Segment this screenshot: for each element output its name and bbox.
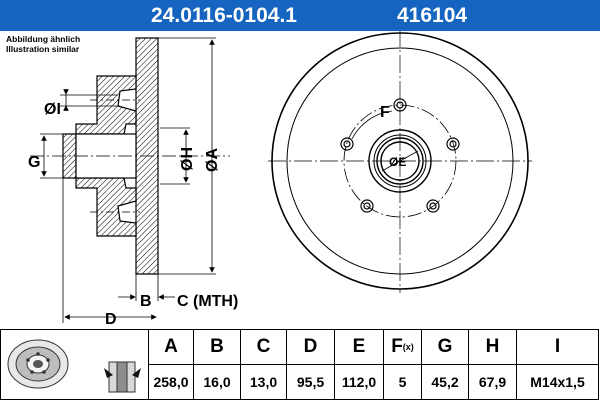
label-F: F bbox=[380, 104, 390, 121]
header-D: D bbox=[287, 329, 335, 365]
label-G: G bbox=[28, 154, 40, 171]
header-label-H: H bbox=[485, 336, 500, 357]
technical-drawing: ØI G ØH ØA B C (MTH) D ØE F bbox=[28, 31, 532, 328]
value-C: 13,0 bbox=[241, 365, 287, 400]
caption-english: Illustration similar bbox=[6, 44, 80, 54]
header-E: E bbox=[335, 329, 384, 365]
value-E: 112,0 bbox=[335, 365, 384, 400]
label-D: D bbox=[105, 311, 117, 328]
header-F: F(x) bbox=[384, 329, 422, 365]
label-A: ØA bbox=[204, 148, 221, 172]
brake-disc-thumbnail-icon bbox=[7, 339, 141, 393]
label-E: ØE bbox=[389, 155, 406, 169]
label-C: C (MTH) bbox=[177, 293, 238, 310]
header-label-I: I bbox=[554, 336, 561, 357]
dimension-labels: ØI G ØH ØA B C (MTH) D ØE F bbox=[28, 101, 406, 328]
illustration-caption: Abbildung ähnlich Illustration similar bbox=[6, 34, 80, 54]
reference-number: 416104 bbox=[397, 4, 468, 27]
header-G: G bbox=[422, 329, 469, 365]
value-H: 67,9 bbox=[469, 365, 517, 400]
part-number: 24.0116-0104.1 bbox=[151, 4, 297, 27]
header-C: C bbox=[241, 329, 287, 365]
label-H: ØH bbox=[179, 147, 196, 171]
header-label-B: B bbox=[210, 336, 224, 357]
title-bar: 24.0116-0104.1 416104 bbox=[0, 0, 600, 31]
header-B: B bbox=[194, 329, 241, 365]
header-H: H bbox=[469, 329, 517, 365]
header-label-A: A bbox=[164, 336, 178, 357]
header-label-E: E bbox=[352, 336, 366, 357]
value-A: 258,0 bbox=[149, 365, 194, 400]
thumbnail-cell bbox=[0, 329, 149, 400]
header-label-F: F bbox=[391, 336, 403, 357]
value-F: 5 bbox=[384, 365, 422, 400]
label-I: ØI bbox=[44, 101, 61, 118]
caption-german: Abbildung ähnlich bbox=[6, 34, 81, 44]
label-B: B bbox=[140, 293, 152, 310]
header-label-C: C bbox=[256, 336, 271, 357]
side-section-view bbox=[30, 37, 230, 275]
value-B: 16,0 bbox=[194, 365, 241, 400]
front-view bbox=[268, 31, 532, 293]
value-G: 45,2 bbox=[422, 365, 469, 400]
header-I: I bbox=[517, 329, 599, 365]
value-I: M14x1,5 bbox=[517, 365, 599, 400]
side-dimensions bbox=[40, 37, 216, 323]
header-label-G: G bbox=[437, 336, 453, 357]
header-label-D: D bbox=[303, 336, 318, 357]
value-D: 95,5 bbox=[287, 365, 335, 400]
header-A: A bbox=[149, 329, 194, 365]
header-suffix-F: (x) bbox=[402, 342, 414, 352]
